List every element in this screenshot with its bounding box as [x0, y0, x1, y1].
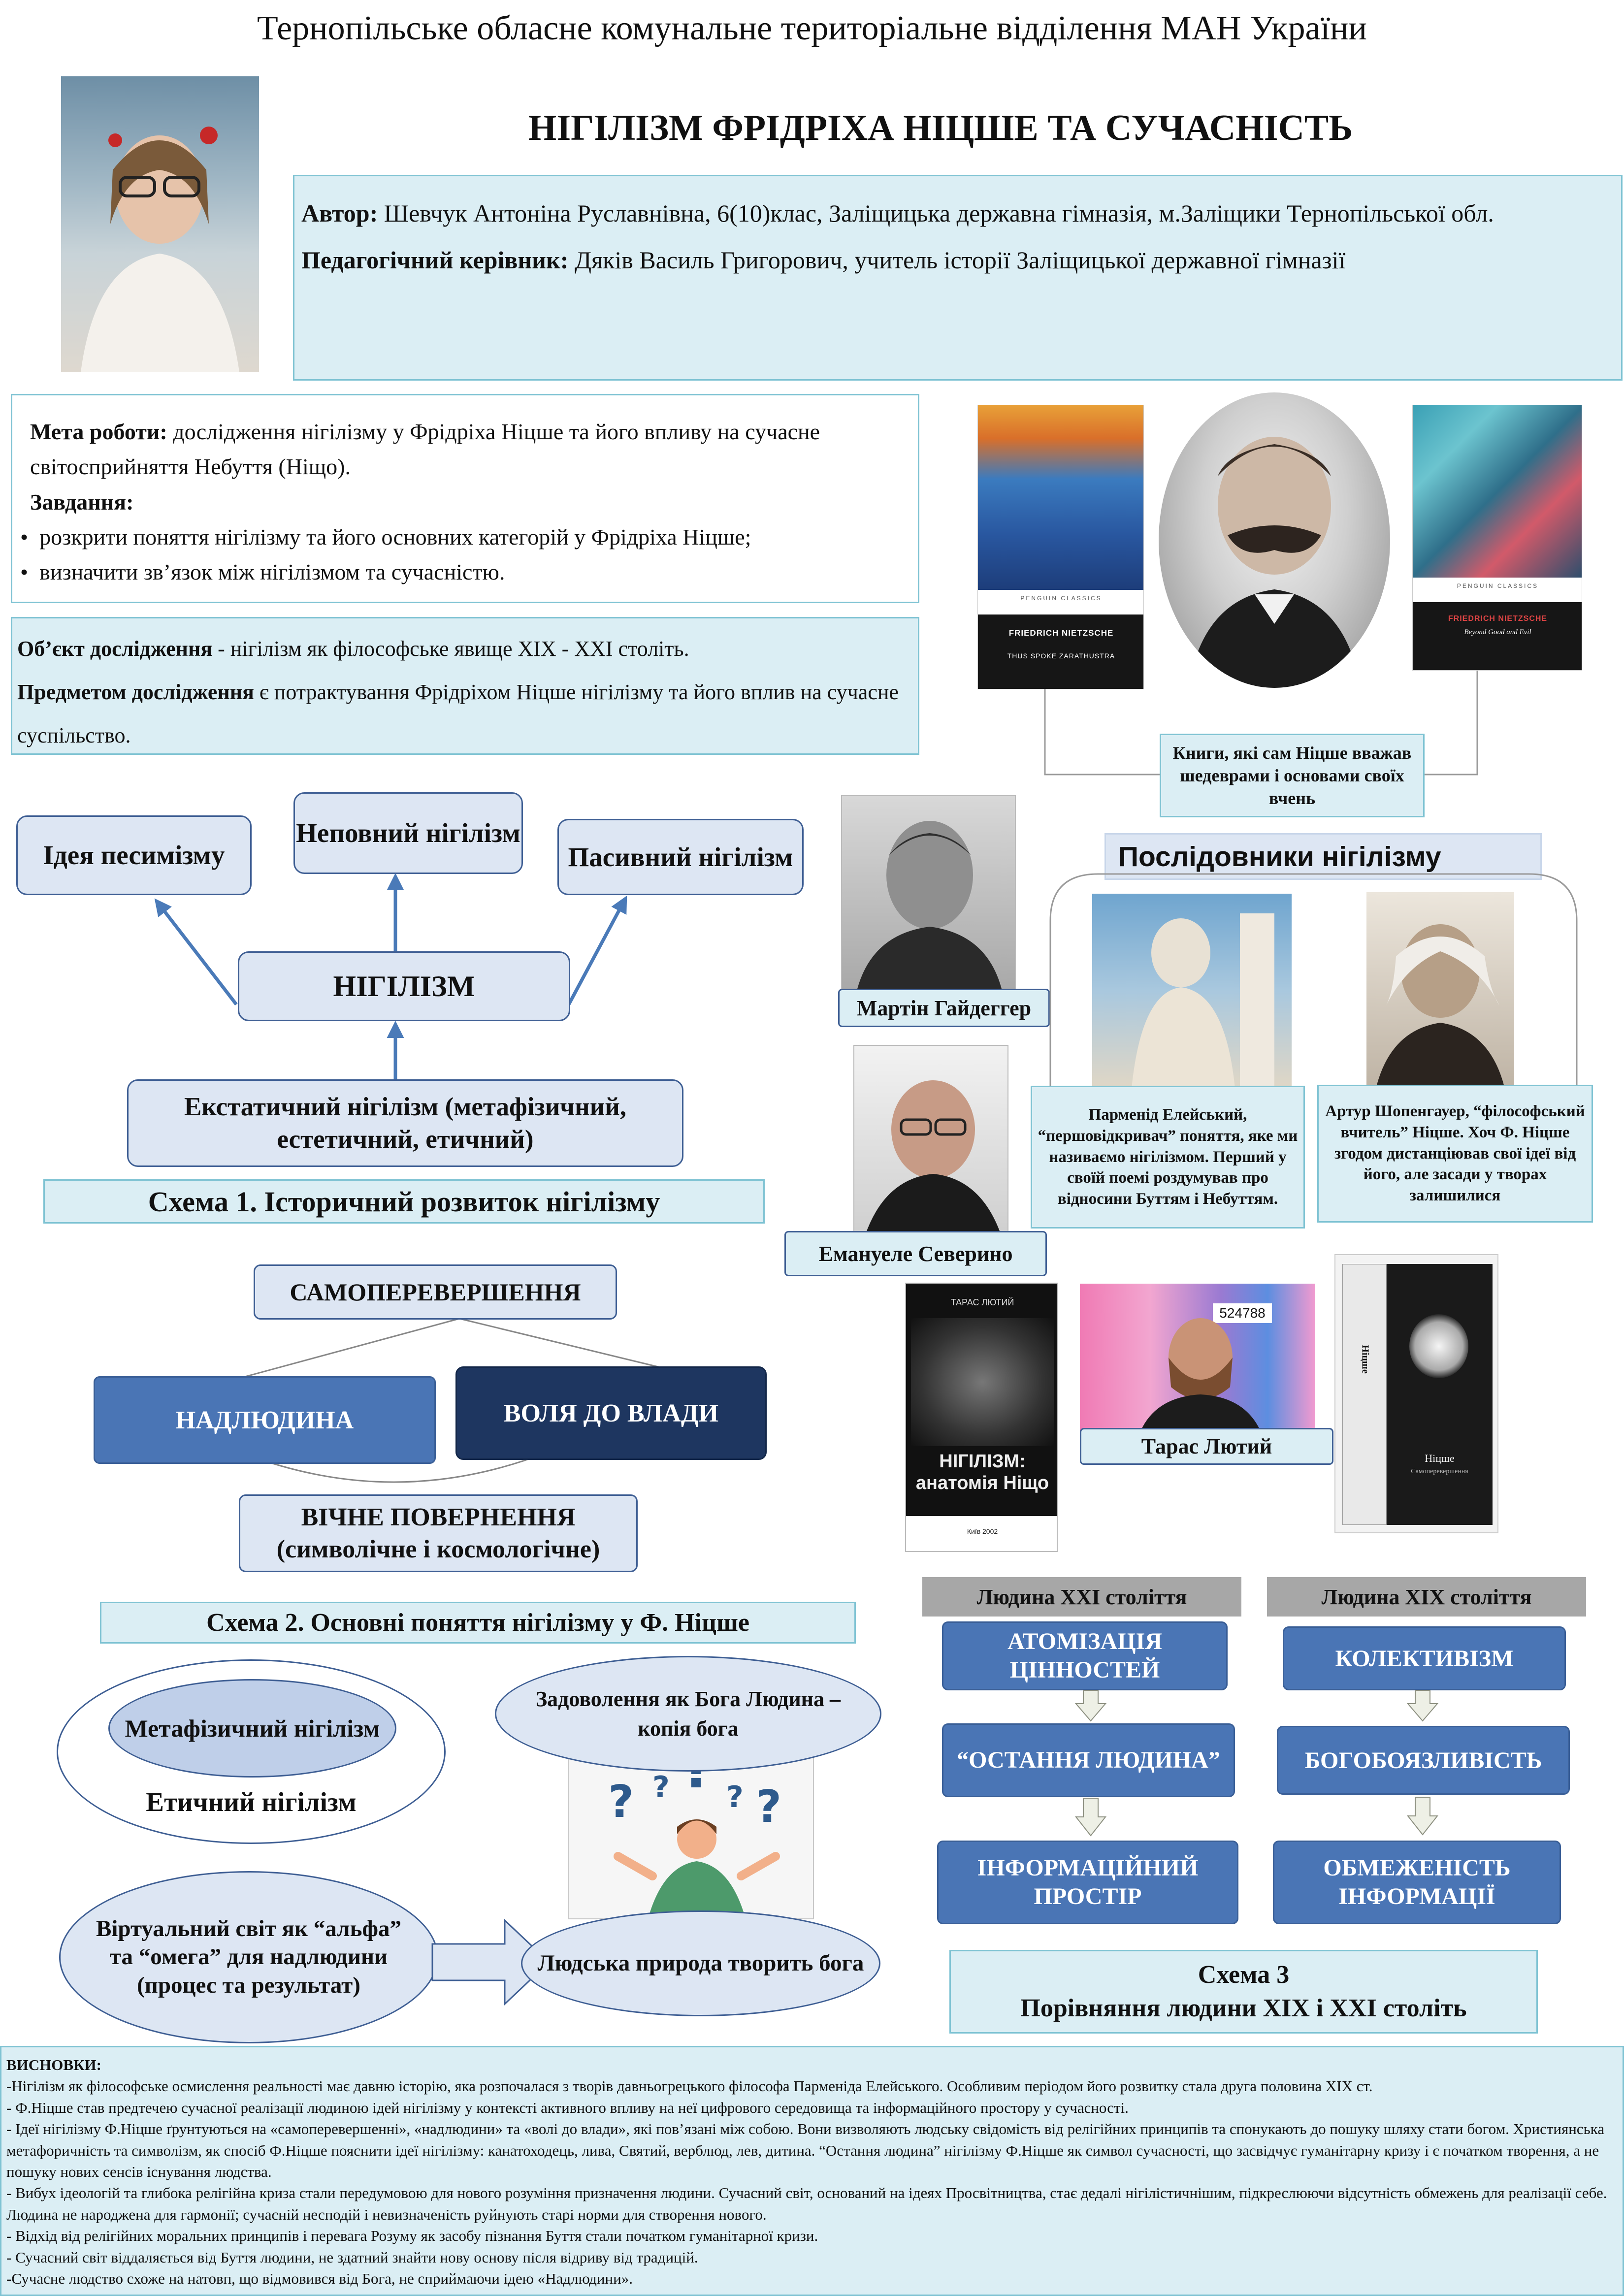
ethical-nihilism-label: Етичний нігілізм [146, 1787, 357, 1817]
scheme1-passive-nihilism: Пасивний нігілізм [557, 819, 804, 895]
taras-book-cover: ТАРАС ЛЮТИЙ НІГІЛІЗМ: анатомія Ніщо Київ… [905, 1283, 1058, 1552]
heidegger-photo [841, 795, 1016, 990]
taras-photo-number: 524788 [1213, 1303, 1272, 1323]
book-title: Beyond Good and Evil [1464, 628, 1531, 636]
nietzsche-portrait [1159, 392, 1390, 688]
taras-photo: 524788 [1080, 1284, 1315, 1435]
taras-book-title: НІГІЛІЗМ: анатомія Ніщо [915, 1451, 1049, 1493]
svg-text:?: ? [652, 1770, 670, 1805]
conclusion-item: -Нігілізм як філософське осмислення реал… [6, 2077, 1373, 2095]
book-publisher: PENGUIN CLASSICS [1457, 582, 1539, 589]
parmenides-caption: Парменід Елейський, “першовідкривач” пон… [1031, 1086, 1305, 1229]
author-box: Автор: Шевчук Антоніна Руславнівна, 6(10… [293, 175, 1623, 381]
pleasure-as-god-oval: Задоволення як Бога Людина – копія бога [495, 1656, 881, 1772]
conclusion-item: - Ідеї нігілізму Ф.Ніцше ґрунтуються на … [6, 2120, 1605, 2180]
taras-book-author: ТАРАС ЛЮТИЙ [950, 1297, 1014, 1307]
parmenides-photo [1092, 894, 1292, 1088]
conclusions-box: ВИСНОВКИ: -Нігілізм як філософське осмис… [0, 2046, 1624, 2296]
taras-book-year: Київ 2002 [967, 1527, 998, 1535]
scheme2-caption: Схема 2. Основні поняття нігілізму у Ф. … [100, 1602, 856, 1644]
conclusion-item: - Сучасний світ віддаляється від Буття л… [6, 2248, 698, 2266]
organization-header: Тернопільське обласне комунальне територ… [257, 9, 1367, 47]
human-nature-oval: Людська природа творить бога [521, 1910, 880, 2016]
taras-label: Тарас Лютий [1080, 1428, 1333, 1465]
book-cover-title: Ніцше [1425, 1452, 1455, 1464]
scheme3-caption-subtitle: Порівняння людини ХІХ і ХХІ століть [1020, 1994, 1467, 2022]
scheme1-nihilism-center: НІГІЛІЗМ [238, 951, 570, 1021]
task-item: розкрити поняття нігілізму та його основ… [39, 524, 751, 550]
book-author: FRIEDRICH NIETZSCHE [1448, 614, 1548, 623]
col21-item-atomization: АТОМІЗАЦІЯ ЦІННОСТЕЙ [942, 1621, 1228, 1690]
taras-book-art [911, 1318, 1054, 1446]
schopenhauer-caption: Артур Шопенгауер, “філософський вчитель”… [1317, 1085, 1593, 1223]
col19-item-collectivism: КОЛЕКТИВІЗМ [1283, 1626, 1566, 1690]
svg-text:?: ? [726, 1780, 744, 1814]
col21-item-last-man: “ОСТАННЯ ЛЮДИНА” [942, 1723, 1235, 1797]
books-caption: Книги, які сам Ніцше вважав шедеврами і … [1160, 734, 1425, 817]
col21-header: Людина ХХІ століття [922, 1577, 1241, 1617]
col19-item-god-fearing: БОГОБОЯЗЛИВІСТЬ [1277, 1726, 1570, 1795]
tasks-label: Завдання: [30, 489, 134, 515]
book-title: THUS SPOKE ZARATHUSTRA [1007, 652, 1115, 660]
severino-photo [853, 1045, 1008, 1237]
col19-item-limited-info: ОБМЕЖЕНІСТЬ ІНФОРМАЦІЇ [1273, 1841, 1561, 1924]
book-cover-zarathustra: PENGUIN CLASSICS FRIEDRICH NIETZSCHE THU… [977, 405, 1144, 689]
book-label-panel: FRIEDRICH NIETZSCHE Beyond Good and Evil [1413, 602, 1582, 670]
goal-text: дослідження нігілізму у Фрідріха Ніцше т… [30, 419, 820, 480]
supervisor-label: Педагогічний керівник: [301, 246, 569, 274]
goal-label: Мета роботи: [30, 419, 167, 444]
scheme2-will-to-power: ВОЛЯ ДО ВЛАДИ [455, 1366, 767, 1460]
conclusion-item: - Ф.Ніцше став предтечею сучасної реаліз… [6, 2099, 1129, 2116]
nietzsche-book-set: Ніцше Ніцше Самоперевершення [1334, 1254, 1498, 1533]
conclusions-title: ВИСНОВКИ: [6, 2056, 101, 2073]
scheme2-eternal-return: ВІЧНЕ ПОВЕРНЕННЯ (символічне і космологі… [239, 1494, 638, 1572]
heidegger-label: Мартін Гайдеггер [838, 989, 1050, 1027]
scheme2-overman: НАДЛЮДИНА [94, 1376, 436, 1464]
book-cover-art [1413, 405, 1582, 578]
task-item: визначити зв’язок між нігілізмом та суча… [39, 559, 505, 585]
col21-item-info-space: ІНФОРМАЦІЙНИЙ ПРОСТІР [937, 1841, 1238, 1924]
svg-text:?: ? [608, 1776, 634, 1828]
conclusion-item: - Відхід від релігійних моральних принци… [6, 2227, 818, 2245]
book-publisher: PENGUIN CLASSICS [1020, 595, 1102, 602]
author-photo [61, 76, 259, 372]
book-cover-beyond-good-evil: PENGUIN CLASSICS FRIEDRICH NIETZSCHE Bey… [1412, 405, 1582, 671]
virtual-world-oval: Віртуальний світ як “альфа” та “омега” д… [59, 1871, 438, 2043]
goal-box: Мета роботи: дослідження нігілізму у Фрі… [11, 394, 919, 603]
col19-header: Людина ХІХ століття [1267, 1577, 1586, 1617]
object-label: Об’єкт дослідження [17, 637, 213, 661]
followers-title: Послідовники нігілізму [1104, 833, 1542, 880]
scheme1-caption: Схема 1. Історичний розвиток нігілізму [43, 1179, 765, 1224]
book-cover-splash [1409, 1314, 1468, 1378]
book-spine-text: Ніцше [1360, 1345, 1371, 1374]
author-text: Шевчук Антоніна Руславнівна, 6(10)клас, … [384, 199, 1494, 227]
page-title: НІГІЛІЗМ ФРІДРІХА НІЦШЕ ТА СУЧАСНІСТЬ [528, 108, 1353, 148]
book-author: FRIEDRICH NIETZSCHE [1008, 628, 1114, 638]
supervisor-text: Дяків Василь Григорович, учитель історії… [574, 246, 1346, 274]
subject-label: Предметом дослідження [17, 680, 254, 704]
scheme3-caption: Схема 3 Порівняння людини ХІХ і ХХІ стол… [949, 1950, 1538, 2034]
book-spine [1342, 1264, 1387, 1525]
book-cover-art [978, 405, 1143, 590]
object-box: Об’єкт дослідження - нігілізм як філософ… [11, 617, 919, 755]
conclusion-item: -Сучасне людство схоже на натовп, що від… [6, 2269, 633, 2287]
book-cover [1387, 1264, 1493, 1525]
book-label-panel: FRIEDRICH NIETZSCHE THUS SPOKE ZARATHUST… [978, 614, 1143, 689]
scheme1-incomplete-nihilism: Неповний нігілізм [293, 792, 523, 874]
scheme3-caption-title: Схема 3 [1198, 1961, 1290, 1989]
scheme1-ecstatic-nihilism: Екстатичний нігілізм (метафізичний, есте… [127, 1079, 683, 1167]
taras-book-footer [906, 1516, 1057, 1551]
conclusion-item: - Вибух ідеологій та глибока релігійна к… [6, 2184, 1607, 2223]
scheme2-self-overcoming: САМОПЕРЕВЕРШЕННЯ [254, 1264, 617, 1320]
metaphysical-nihilism-oval: Метафізичний нігілізм [108, 1679, 396, 1778]
schopenhauer-photo [1366, 892, 1514, 1087]
svg-text:?: ? [756, 1781, 781, 1833]
subject-text: є потрактування Фрідріхом Ніцше нігілізм… [17, 680, 899, 747]
object-text: - нігілізм як філософське явище ХІХ - ХХ… [218, 637, 689, 661]
author-label: Автор: [301, 199, 378, 227]
scheme1-idea-pessimism: Ідея песимізму [16, 815, 252, 895]
book-cover-subtitle: Самоперевершення [1411, 1468, 1468, 1475]
severino-label: Емануеле Северино [784, 1231, 1047, 1276]
